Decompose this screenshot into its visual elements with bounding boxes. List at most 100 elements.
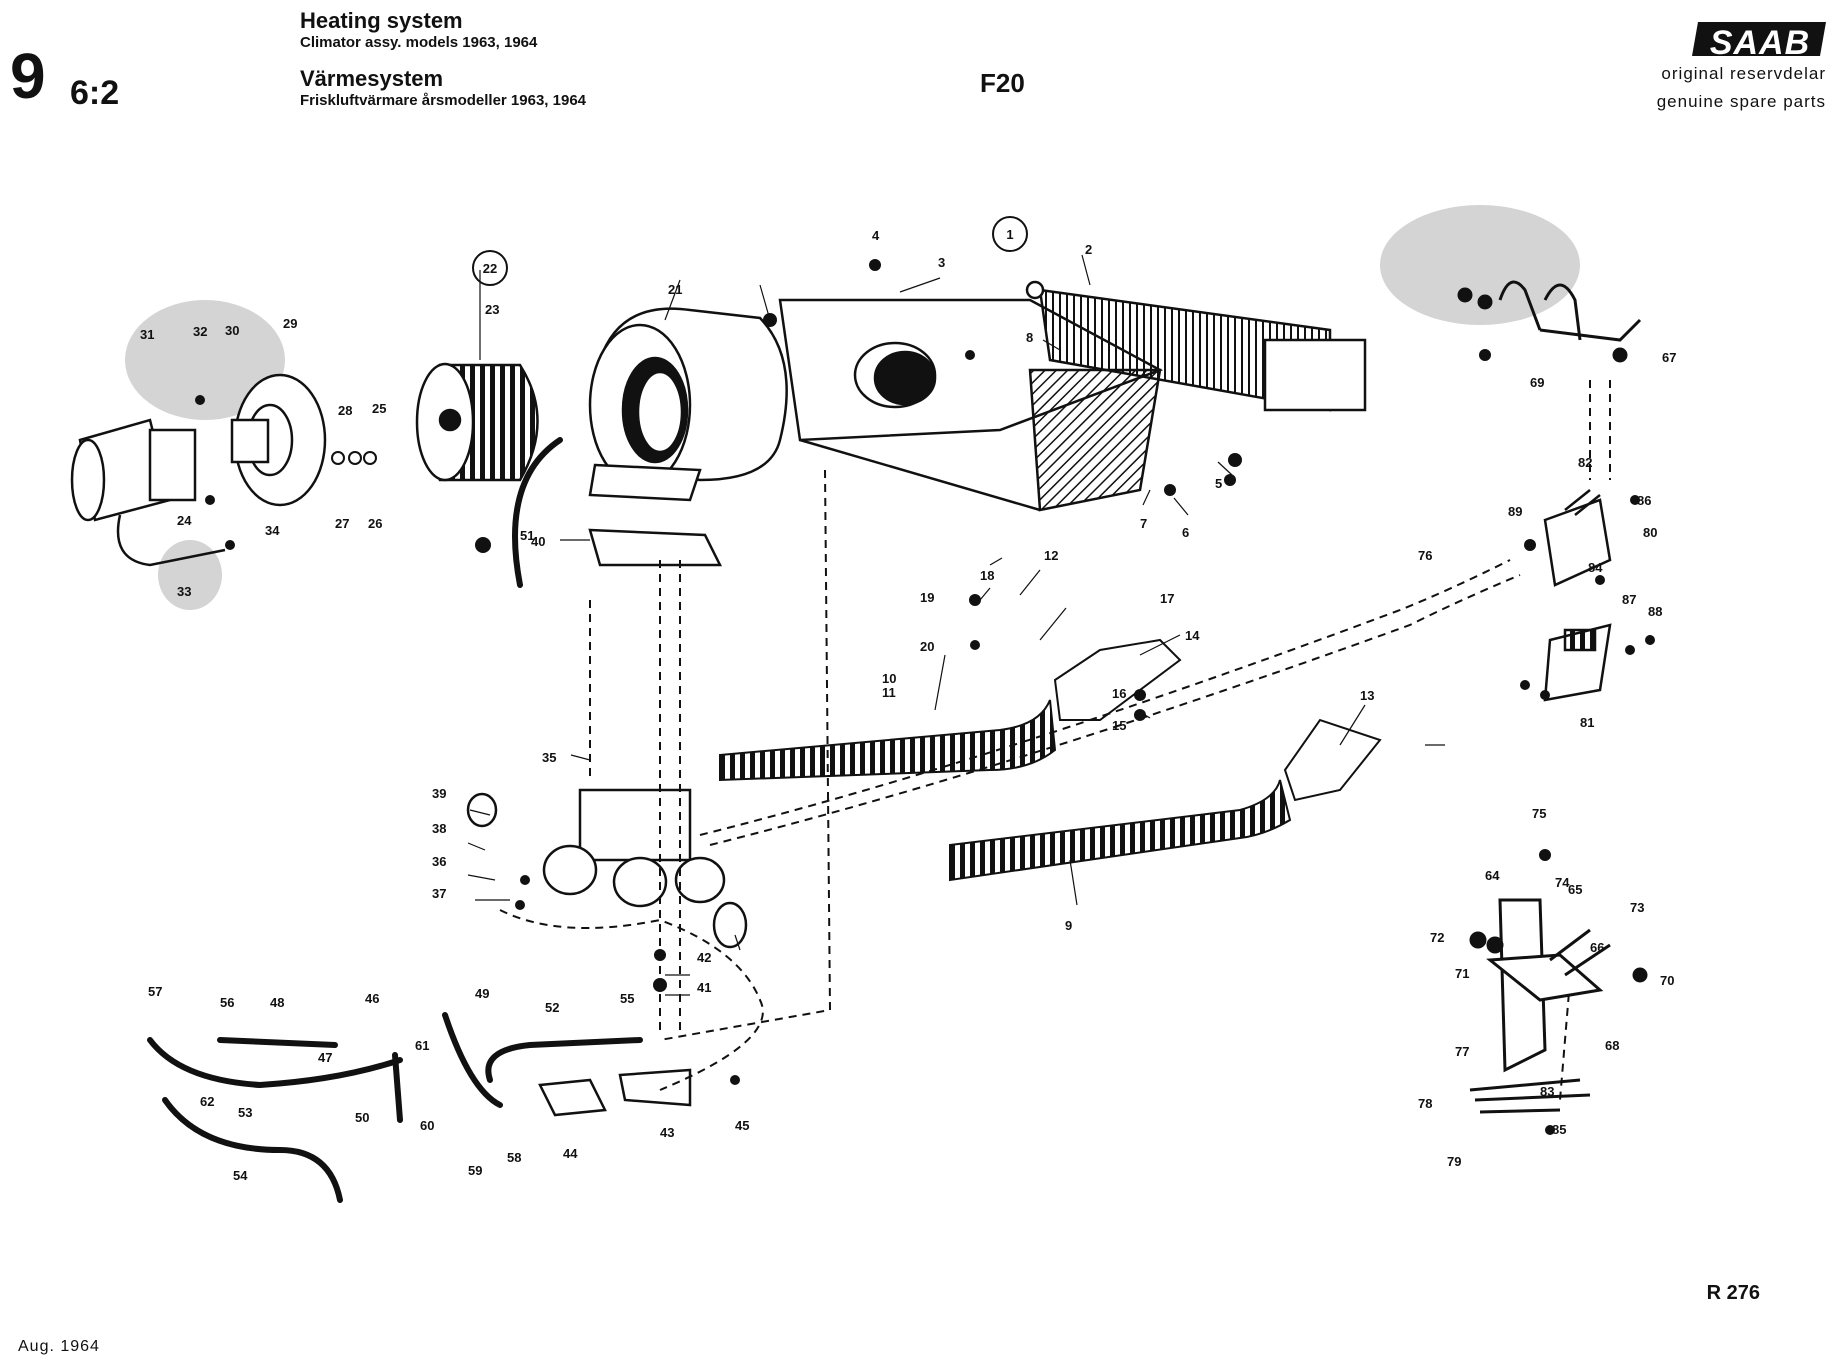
small-washers	[331, 451, 377, 465]
part-label: 85	[1552, 1122, 1566, 1137]
part-label: 3	[938, 255, 945, 270]
part-label: 70	[1660, 973, 1674, 988]
fan-wheel	[415, 362, 539, 482]
group-callout-22: 22	[472, 250, 508, 286]
part-label: 7	[1140, 516, 1147, 531]
part-label: 46	[365, 991, 379, 1006]
part-label: 86	[1637, 493, 1651, 508]
part-label: 15	[1112, 718, 1126, 733]
part-label: 31	[140, 327, 154, 342]
part-label: 67	[1662, 350, 1676, 365]
part-label: 53	[238, 1105, 252, 1120]
part-label: 13	[1360, 688, 1374, 703]
part-label: 9	[1065, 918, 1072, 933]
part-label: 68	[1605, 1038, 1619, 1053]
heater-core	[1025, 280, 1367, 412]
part-label: 65	[1568, 882, 1582, 897]
part-label: 45	[735, 1118, 749, 1133]
shade-areas	[125, 205, 1580, 610]
part-label: 19	[920, 590, 934, 605]
part-label: 18	[980, 568, 994, 583]
brand-line-english: genuine spare parts	[1656, 92, 1826, 111]
part-label: 5	[1215, 476, 1222, 491]
part-label: 78	[1418, 1096, 1432, 1111]
part-label: 39	[432, 786, 446, 801]
blower-housing	[588, 307, 788, 567]
part-label: 54	[233, 1168, 248, 1183]
part-label: 66	[1590, 940, 1604, 955]
part-label: 47	[318, 1050, 332, 1065]
part-label: 74	[1555, 875, 1570, 890]
part-label: 87	[1622, 592, 1636, 607]
part-label: 41	[697, 980, 711, 995]
svg-text:22: 22	[483, 261, 497, 276]
part-label: 36	[432, 854, 446, 869]
title-swedish: Värmesystem	[300, 66, 444, 91]
part-label: 21	[668, 282, 682, 297]
group-callout-1: 1	[992, 216, 1028, 252]
blower-motor	[70, 418, 226, 567]
part-label: 35	[542, 750, 556, 765]
part-label: 42	[697, 950, 711, 965]
part-label: 57	[148, 984, 162, 999]
part-label: 12	[1044, 548, 1058, 563]
part-label: 43	[660, 1125, 674, 1140]
control-levers-upper	[1457, 280, 1642, 363]
part-label: 50	[355, 1110, 369, 1125]
part-label: 11	[882, 685, 896, 700]
part-label: 75	[1532, 806, 1546, 821]
part-label: 84	[1588, 560, 1603, 575]
part-label: 29	[283, 316, 297, 331]
part-label: 6	[1182, 525, 1189, 540]
part-label: 64	[1485, 868, 1500, 883]
saab-logo-text: SAAB	[1709, 24, 1811, 62]
bracket-80	[1543, 489, 1612, 587]
part-label: 52	[545, 1000, 559, 1015]
part-label: 4	[872, 228, 880, 243]
leader-lines	[467, 254, 1445, 996]
part-label: 17	[1160, 591, 1174, 606]
part-label: 30	[225, 323, 239, 338]
part-label: 44	[563, 1146, 578, 1161]
part-label: 32	[193, 324, 207, 339]
part-label: 20	[920, 639, 934, 654]
part-label: 2	[1085, 242, 1092, 257]
part-label: 88	[1648, 604, 1662, 619]
saab-logo-shape	[1692, 22, 1826, 56]
part-number-labels: 2 3 4 5 6 7 8 9 10 11 12 13 14 15 16 17 …	[140, 228, 1676, 1183]
heater-box	[778, 298, 1164, 512]
part-label: 80	[1643, 525, 1657, 540]
part-label: 73	[1630, 900, 1644, 915]
part-label: 89	[1508, 504, 1522, 519]
part-label: 83	[1540, 1084, 1554, 1099]
flexible-duct-upper	[719, 638, 1182, 782]
fasteners	[195, 259, 1655, 1135]
part-label: 48	[270, 995, 284, 1010]
part-label: 10	[882, 671, 896, 686]
part-label: 82	[1578, 455, 1592, 470]
part-label: 77	[1455, 1044, 1469, 1059]
part-label: 60	[420, 1118, 434, 1133]
title-english: Heating system	[300, 8, 463, 33]
part-label: 8	[1026, 330, 1033, 345]
part-label: 34	[265, 523, 280, 538]
part-label: 62	[200, 1094, 214, 1109]
part-label: 24	[177, 513, 192, 528]
part-label: 59	[468, 1163, 482, 1178]
part-label: 81	[1580, 715, 1594, 730]
subtitle-english: Climator assy. models 1963, 1964	[300, 34, 538, 51]
catalog-code: F20	[980, 68, 1025, 98]
part-label: 79	[1447, 1154, 1461, 1169]
part-label: 16	[1112, 686, 1126, 701]
svg-text:1: 1	[1006, 227, 1013, 242]
part-label: 37	[432, 886, 446, 901]
part-label: 23	[485, 302, 499, 317]
part-label: 56	[220, 995, 234, 1010]
publication-date: Aug. 1964	[18, 1338, 100, 1355]
water-valve	[538, 1068, 692, 1117]
part-label: 61	[415, 1038, 429, 1053]
part-label: 76	[1418, 548, 1432, 563]
section-minor-number: 6:2	[70, 74, 120, 112]
air-distributor	[466, 788, 748, 949]
